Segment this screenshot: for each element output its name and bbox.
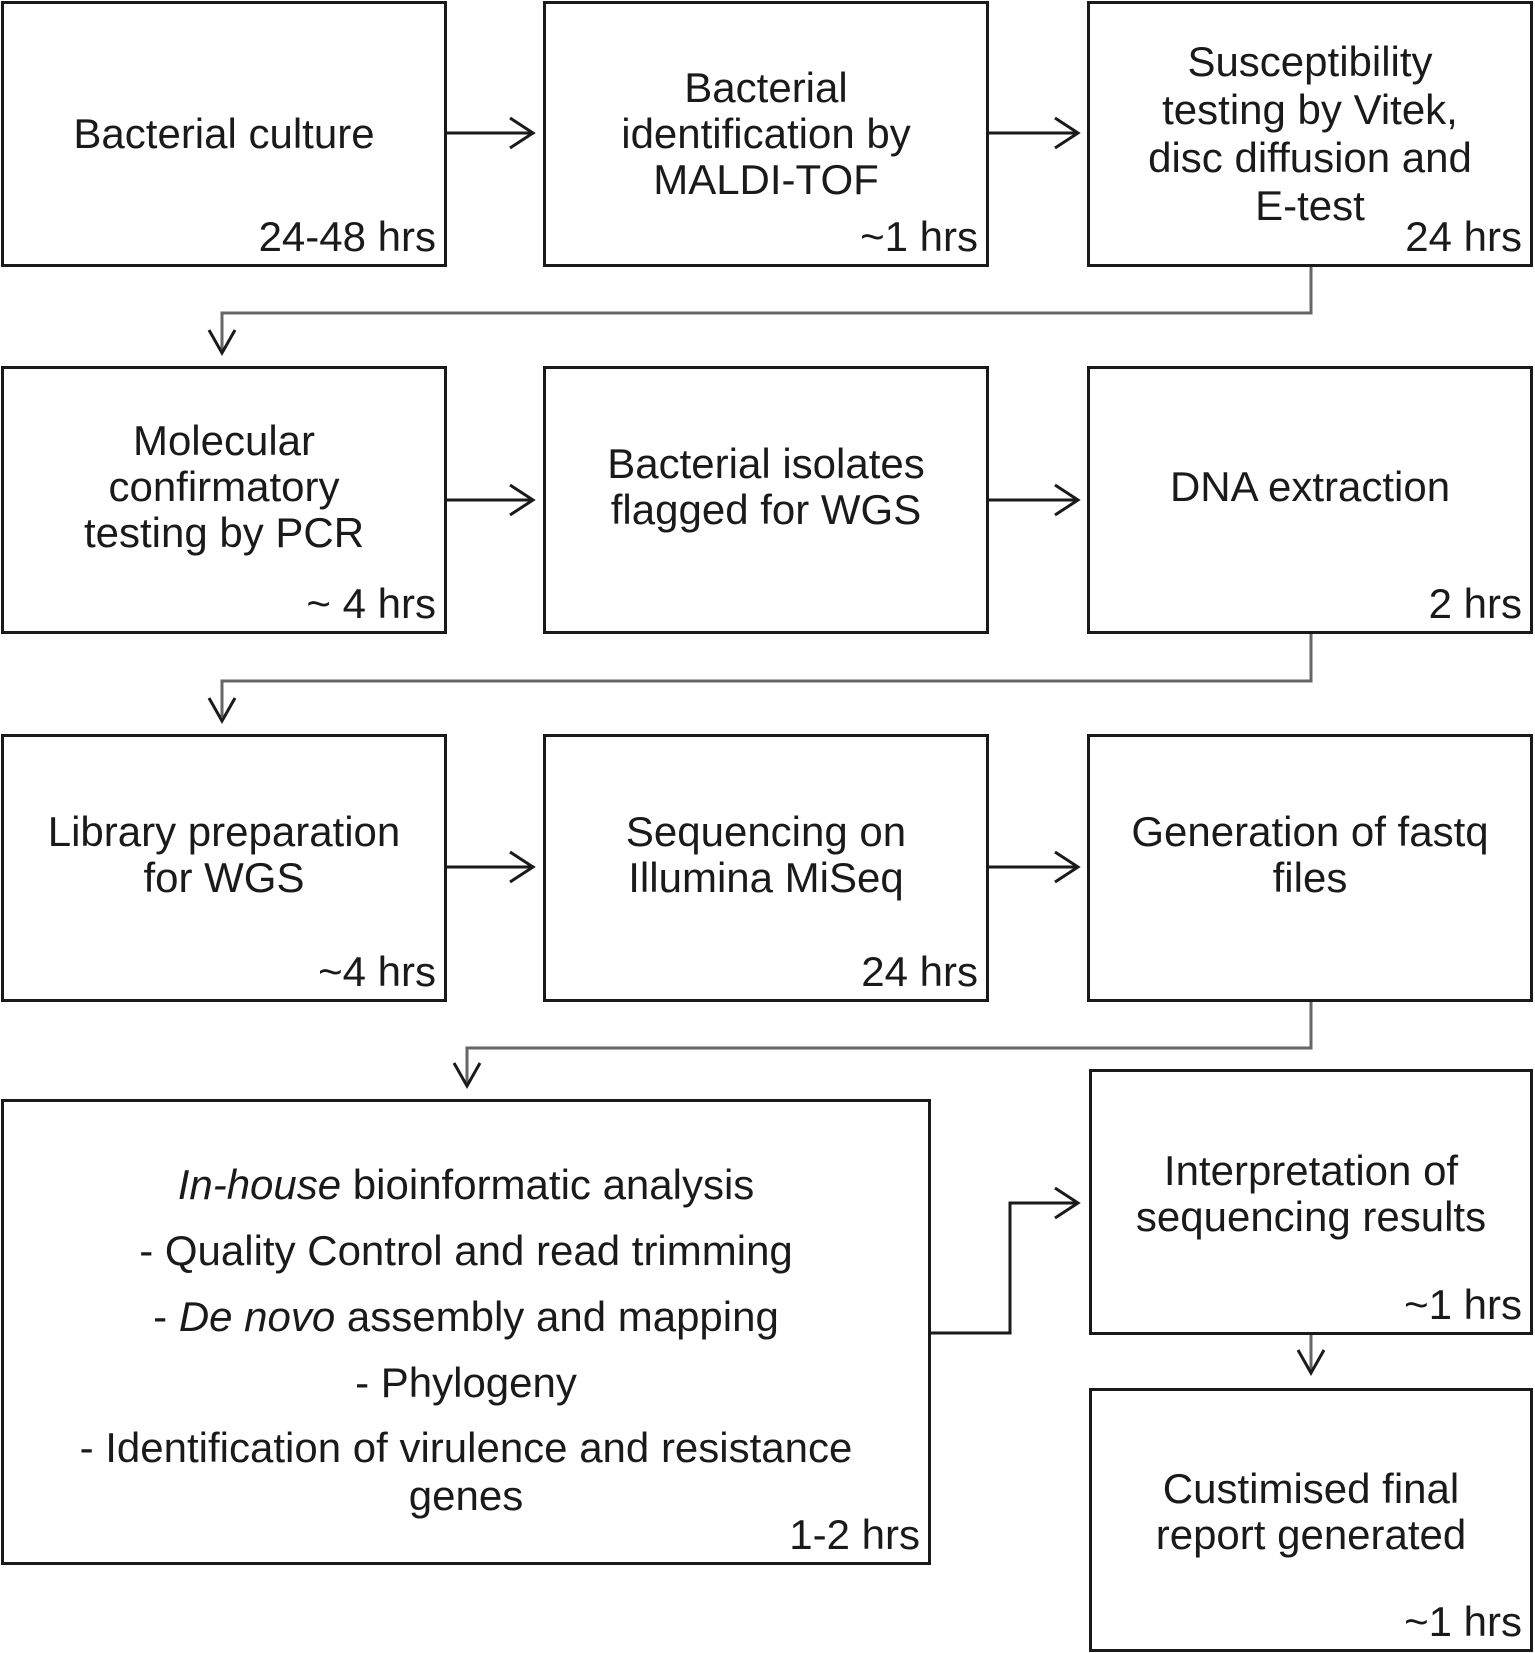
item-italic-part: De novo [178, 1293, 336, 1340]
item-rest: assembly and mapping [335, 1293, 779, 1340]
step-label: Bacterial identification by MALDI-TOF [621, 64, 911, 203]
step-interpretation: Interpretation of sequencing results ~1 … [1089, 1069, 1533, 1335]
arrow-culture-to-maldi [445, 116, 536, 150]
arrow-library-to-sequencing [445, 850, 536, 884]
step-bacterial-culture: Bacterial culture 24-48 hrs [1, 1, 447, 267]
step-fastq-generation: Generation of fastq files [1087, 734, 1533, 1002]
step-label: Bacterial isolates flagged for WGS [607, 439, 925, 533]
step-label: Bacterial culture [73, 110, 375, 157]
arrow-maldi-to-susceptibility [988, 116, 1081, 150]
title-italic-part: In-house [177, 1161, 342, 1208]
step-label: Susceptibility testing by Vitek, disc di… [1148, 38, 1472, 229]
step-duration: ~1 hrs [860, 213, 978, 260]
step-label: Generation of fastq files [1131, 807, 1489, 901]
step-duration: 24 hrs [1405, 213, 1522, 260]
arrow-interpretation-to-final [1296, 1333, 1326, 1377]
arrow-pcr-to-flagged [445, 483, 536, 517]
arrow-dna-to-library [207, 632, 1313, 725]
step-susceptibility-testing: Susceptibility testing by Vitek, disc di… [1087, 1, 1533, 267]
step-label: Sequencing on Illumina MiSeq [625, 807, 907, 901]
step-duration: ~4 hrs [318, 948, 436, 995]
step-label: Custimised final report generated [1155, 1465, 1467, 1559]
bioinformatics-item-genes: - Identification of virulence and resist… [79, 1424, 853, 1519]
step-duration: ~1 hrs [1404, 1281, 1522, 1328]
step-duration: 1-2 hrs [789, 1511, 920, 1558]
arrow-fastq-to-bioinformatics [452, 1000, 1313, 1090]
bioinformatics-item-assembly: - De novo assembly and mapping [14, 1284, 918, 1350]
step-duration: 24 hrs [861, 948, 978, 995]
bioinformatics-item-qc: - Quality Control and read trimming [139, 1227, 793, 1274]
item-prefix: - [153, 1293, 179, 1340]
arrow-sequencing-to-fastq [988, 850, 1081, 884]
arrow-susceptibility-to-pcr [207, 265, 1313, 357]
step-library-preparation: Library preparation for WGS ~4 hrs [1, 734, 447, 1002]
step-label: Molecular confirmatory testing by PCR [83, 416, 365, 556]
step-label: DNA extraction [1169, 462, 1451, 510]
step-duration: 24-48 hrs [258, 213, 436, 260]
step-duration: ~ 4 hrs [306, 580, 436, 627]
arrow-flagged-to-dna [988, 483, 1081, 517]
step-duration: 2 hrs [1428, 580, 1522, 627]
step-dna-extraction: DNA extraction 2 hrs [1087, 366, 1533, 634]
step-sequencing: Sequencing on Illumina MiSeq 24 hrs [543, 734, 989, 1002]
bioinformatics-content: In-house bioinformatic analysis - Qualit… [14, 1152, 918, 1520]
title-rest: bioinformatic analysis [341, 1161, 755, 1208]
step-isolates-flagged: Bacterial isolates flagged for WGS [543, 366, 989, 634]
arrow-bioinformatics-to-interpretation [929, 1186, 1081, 1335]
step-maldi-tof: Bacterial identification by MALDI-TOF ~1… [543, 1, 989, 267]
step-pcr-confirmation: Molecular confirmatory testing by PCR ~ … [1, 366, 447, 634]
step-label: Interpretation of sequencing results [1135, 1147, 1487, 1241]
bioinformatics-item-phylogeny: - Phylogeny [355, 1359, 577, 1406]
step-final-report: Custimised final report generated ~1 hrs [1089, 1388, 1533, 1652]
step-label: Library preparation for WGS [47, 807, 401, 901]
bioinformatics-title: In-house bioinformatic analysis [14, 1152, 918, 1218]
step-duration: ~1 hrs [1404, 1598, 1522, 1645]
step-bioinformatic-analysis: In-house bioinformatic analysis - Qualit… [1, 1099, 931, 1565]
